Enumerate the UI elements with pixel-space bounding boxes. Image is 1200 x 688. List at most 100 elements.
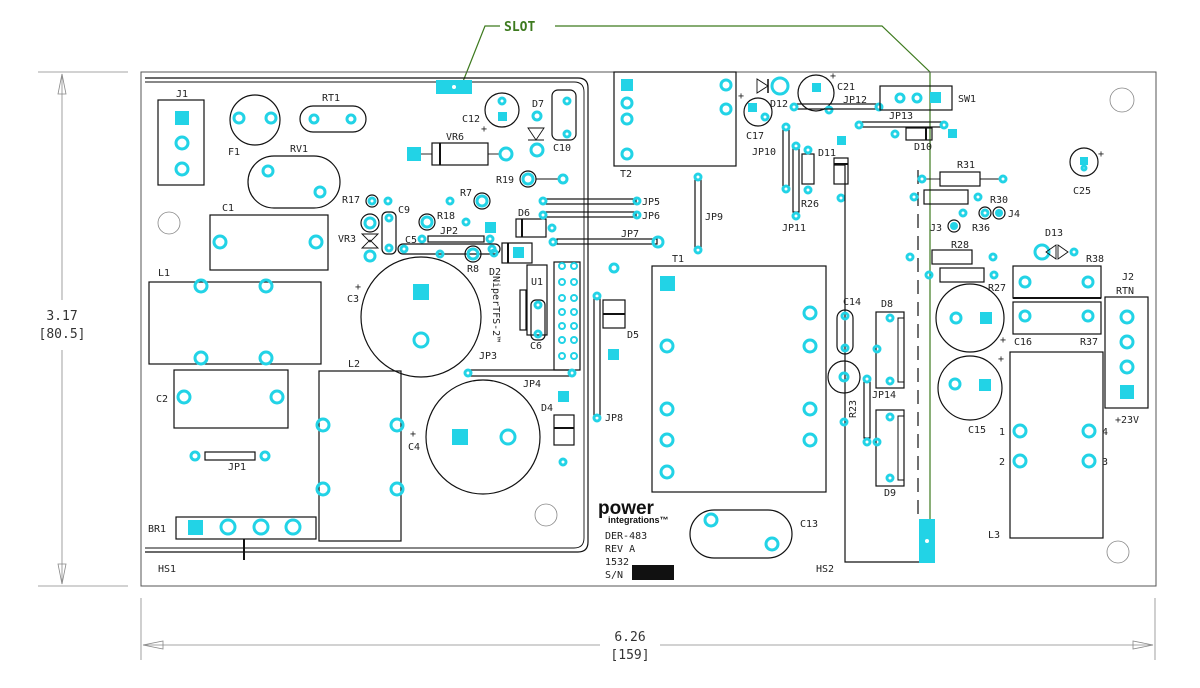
svg-text:VR6: VR6 [446,132,464,143]
svg-text:+: + [830,71,836,82]
d11-diode: D11 [818,136,849,203]
l1-inductor: L1 [148,268,322,366]
svg-text:C25: C25 [1073,186,1091,197]
svg-text:3: 3 [1102,457,1108,468]
c2-capacitor: C2 [156,369,289,429]
svg-text:J1: J1 [176,89,188,100]
l3-output-inductor: 1 2 3 4 L3 [988,351,1108,541]
svg-text:T1: T1 [672,254,684,265]
hs1-heatsink [145,77,589,553]
board-number: DER-483 [605,531,647,542]
svg-text:R7: R7 [460,188,472,199]
svg-text:C3: C3 [347,294,359,305]
j2-output-connector: J2 RTN +23V [1104,272,1149,426]
rt1-thermistor: RT1 [299,93,367,133]
jp2-jumper: JP2 [417,226,495,244]
d8-diode: D8 [872,299,905,389]
ic-label: NiperTFS-2™ [490,276,501,342]
svg-text:D7: D7 [532,99,544,110]
svg-text:JP4: JP4 [523,379,541,390]
svg-text:R36: R36 [972,223,990,234]
c6-capacitor: C6 [530,299,546,352]
svg-text:+23V: +23V [1115,415,1139,426]
jp1-jumper: JP1 [189,450,271,473]
svg-text:JP3: JP3 [479,351,497,362]
jp12-jumper: JP12 [789,95,884,112]
svg-text:C2: C2 [156,394,168,405]
mounting-hole [1106,540,1130,564]
brand-block: power integrations™ DER-483 REV A 1532 S… [598,498,674,581]
svg-text:JP8: JP8 [605,413,623,424]
d6-diode: D6 [485,208,557,238]
svg-text:R38: R38 [1086,254,1104,265]
jp8-jumper: JP8 [592,291,623,424]
svg-text:R37: R37 [1080,337,1098,348]
svg-text:+: + [738,91,744,102]
svg-text:C14: C14 [843,297,861,308]
slot-label: SLOT [504,20,535,35]
svg-text:D2: D2 [489,267,501,278]
c1-capacitor: C1 [209,203,329,271]
svg-text:J3: J3 [930,223,942,234]
slot-callout: SLOT [461,20,931,535]
jp13-jumper: JP13 [854,111,949,130]
svg-text:C16: C16 [1014,337,1032,348]
d13-diode: D13 [1033,228,1079,261]
mounting-hole [534,503,558,527]
jp7-jumper: JP7 [548,229,665,249]
svg-text:R28: R28 [951,240,969,251]
c25-capacitor: C25 + [1069,147,1104,197]
c16-capacitor: C16 + [935,283,1032,353]
svg-text:D12: D12 [770,99,788,110]
logo-power: power [598,498,655,519]
svg-text:RV1: RV1 [290,144,308,155]
d10-diode: D10 [890,127,957,153]
width-inches: 6.26 [614,630,645,645]
d7-diode: D7 [527,99,545,158]
r26-resistor: R26 [801,145,819,210]
svg-text:J4: J4 [1008,209,1020,220]
svg-text:2: 2 [999,457,1005,468]
svg-text:RTN: RTN [1116,286,1134,297]
svg-text:+: + [1098,149,1104,160]
c14-capacitor: C14 [836,297,861,355]
svg-text:R30: R30 [990,195,1008,206]
d5-diode: D5 [602,262,639,360]
serial-label: S/N [605,570,623,581]
svg-text:C13: C13 [800,519,818,530]
d4-diode: D4 [541,391,575,467]
r27-resistor: R27 [924,267,1006,294]
width-dimension: 6.26 [159] [140,598,1156,663]
c13-capacitor: C13 [689,509,818,559]
svg-text:RT1: RT1 [322,93,340,104]
c3-bulk-capacitor: C3 + [347,256,482,378]
l2-inductor: L2 [315,359,405,542]
svg-text:D10: D10 [914,142,932,153]
height-dimension: 3.17 [80.5] [38,71,128,587]
r8-resistor: R8 [435,245,482,275]
svg-text:JP10: JP10 [752,147,776,158]
svg-text:4: 4 [1102,427,1108,438]
svg-text:1: 1 [999,427,1005,438]
svg-text:C15: C15 [968,425,986,436]
svg-text:L2: L2 [348,359,360,370]
svg-text:D6: D6 [518,208,530,219]
c5-capacitor: C5 [397,235,501,255]
svg-text:C1: C1 [222,203,234,214]
svg-text:R18: R18 [437,211,455,222]
svg-text:+: + [998,354,1004,365]
jp6-jumper: JP6 [538,210,660,222]
svg-text:C5: C5 [405,235,417,246]
hs2-heatsink: HS2 [816,164,919,575]
c10-capacitor: C10 [551,89,577,154]
svg-text:JP11: JP11 [782,223,806,234]
svg-text:D13: D13 [1045,228,1063,239]
c17-capacitor: C17 + [738,91,773,142]
svg-text:C12: C12 [462,114,480,125]
c15-capacitor: C15 + [937,354,1004,436]
r31-resistor: R31 [917,160,1008,187]
svg-text:VR3: VR3 [338,234,356,245]
vr6-zener: VR6 [407,132,514,166]
svg-text:JP13: JP13 [889,111,913,122]
svg-text:+: + [355,282,361,293]
